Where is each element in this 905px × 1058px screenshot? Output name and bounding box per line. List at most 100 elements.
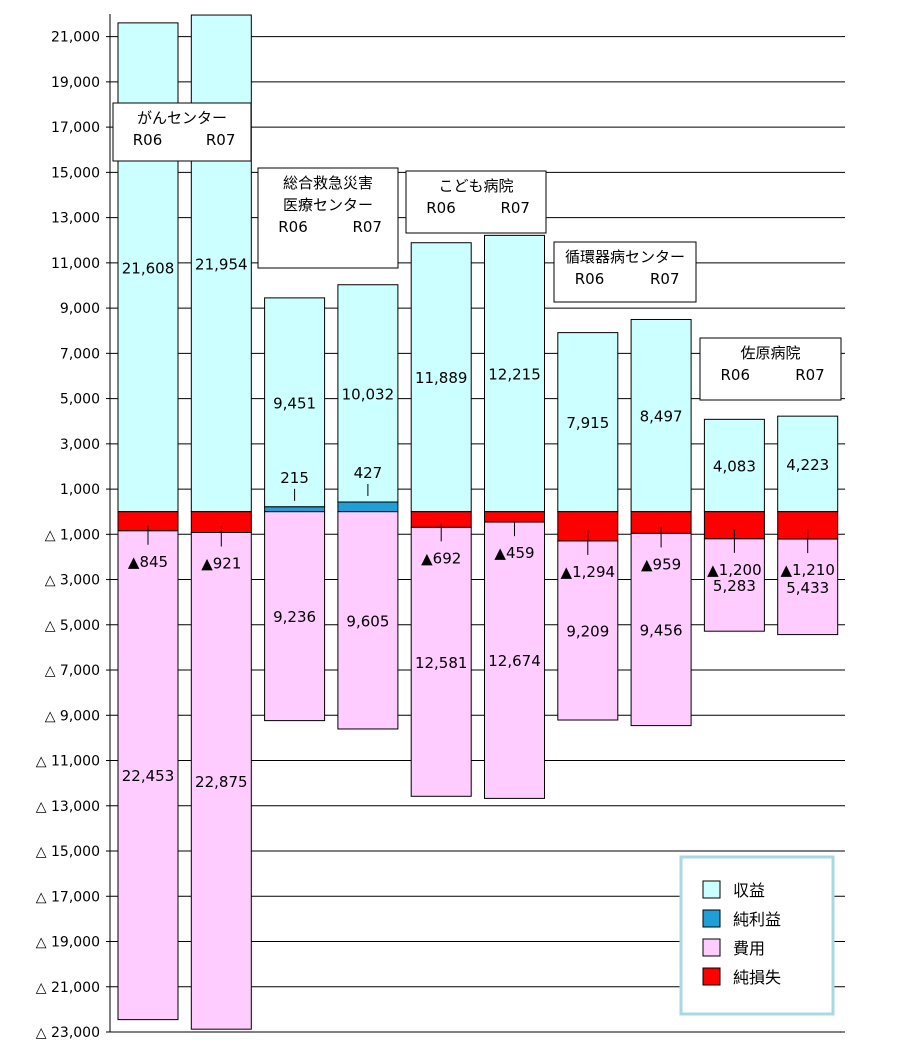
y-tick-label: 9,000	[60, 301, 100, 317]
revenue-bar	[484, 234, 545, 513]
period-label: R06	[720, 366, 750, 384]
net-profit-bar	[264, 506, 326, 513]
y-tick-label: △ 11,000	[36, 754, 100, 770]
y-tick-label: 13,000	[51, 211, 100, 227]
net-profit-label: 427	[354, 464, 383, 482]
y-tick-label: 1,000	[60, 482, 100, 498]
expense-label: 9,236	[273, 608, 316, 626]
period-label: R06	[133, 131, 163, 149]
legend-swatch	[702, 909, 721, 928]
net-loss-label: ▲1,200	[707, 561, 761, 579]
net-loss-label: ▲692	[421, 549, 461, 567]
period-label: R07	[650, 270, 680, 288]
expense-bar	[630, 532, 692, 727]
y-tick-label: 5,000	[60, 392, 100, 408]
net-loss-label: ▲921	[201, 555, 241, 573]
expense-label: 5,283	[713, 577, 756, 595]
net-loss-bar	[484, 511, 545, 523]
net-loss-label: ▲1,210	[780, 561, 834, 579]
revenue-bar	[703, 418, 765, 513]
group-name: 循環器病センター	[565, 248, 685, 266]
y-tick-label: △ 5,000	[45, 618, 100, 634]
expense-bar	[484, 521, 545, 799]
revenue-bar	[410, 242, 472, 513]
net-loss-label: ▲459	[494, 544, 534, 562]
expense-bar	[190, 532, 252, 1030]
expense-label: 5,433	[786, 579, 829, 597]
revenue-bar	[337, 284, 399, 503]
expense-label: 22,875	[195, 773, 248, 791]
legend-label: 費用	[733, 939, 765, 958]
legend-swatch	[702, 880, 721, 899]
revenue-label: 12,215	[488, 366, 541, 384]
net-profit-bar	[337, 501, 399, 513]
y-tick-label: 17,000	[51, 120, 100, 136]
net-loss-label: ▲1,294	[561, 563, 615, 581]
legend-swatch	[702, 938, 721, 957]
y-tick-label: △ 3,000	[45, 573, 100, 589]
value-labels: ▲84521,60822,453▲92121,95422,8752159,451…	[122, 255, 835, 790]
period-label: R06	[426, 199, 456, 217]
y-tick-label: 11,000	[51, 256, 100, 272]
y-tick-label: 7,000	[60, 346, 100, 362]
period-label: R06	[278, 218, 308, 236]
bars	[117, 14, 839, 1030]
y-tick-label: △ 17,000	[36, 889, 100, 905]
period-label: R06	[575, 270, 605, 288]
expense-bar	[117, 530, 179, 1021]
legend-swatch	[702, 967, 721, 986]
y-tick-label: 19,000	[51, 75, 100, 91]
y-tick-label: 3,000	[60, 437, 100, 453]
legend-label: 収益	[733, 881, 765, 900]
group-name: 医療センター	[283, 196, 373, 214]
group-label-box	[112, 102, 252, 162]
y-tick-label: 21,000	[51, 30, 100, 46]
revenue-bar	[557, 332, 619, 513]
legend-label: 純利益	[733, 910, 781, 929]
group-name: 総合救急災害	[283, 174, 373, 192]
revenue-label: 21,608	[122, 259, 175, 277]
y-tick-label: △ 15,000	[36, 844, 100, 860]
y-tick-label: △ 13,000	[36, 799, 100, 815]
expense-bar	[777, 538, 839, 636]
expense-label: 22,453	[122, 767, 175, 785]
y-tick-label: △ 21,000	[36, 980, 100, 996]
revenue-label: 10,032	[342, 385, 395, 403]
group-label-box	[405, 170, 547, 234]
revenue-label: 4,083	[713, 458, 756, 476]
group-name: がんセンター	[137, 109, 227, 127]
revenue-bar	[630, 318, 692, 513]
revenue-bar	[777, 415, 839, 513]
revenue-label: 8,497	[640, 408, 683, 426]
group-name: 佐原病院	[740, 344, 800, 362]
expense-label: 9,456	[640, 621, 683, 639]
expense-label: 9,209	[566, 622, 609, 640]
period-label: R07	[500, 199, 530, 217]
y-tick-label: △ 1,000	[45, 527, 100, 543]
expense-label: 9,605	[346, 612, 389, 630]
expense-bar	[703, 538, 765, 632]
y-tick-label: 15,000	[51, 165, 100, 181]
revenue-label: 9,451	[273, 394, 316, 412]
group-label-box	[699, 337, 842, 401]
y-tick-label: △ 9,000	[45, 708, 100, 724]
expense-bar	[337, 511, 399, 730]
period-label: R07	[795, 366, 825, 384]
group-label-box	[257, 167, 399, 269]
period-label: R07	[352, 218, 382, 236]
expense-bar	[410, 526, 472, 797]
revenue-label: 7,915	[566, 414, 609, 432]
group-name: こども病院	[438, 177, 513, 195]
y-axis: 21,000 19,000 17,000 15,000 13,000 11,000 9,00…	[36, 14, 111, 1041]
y-tick-label: △ 19,000	[36, 935, 100, 951]
expense-bar	[557, 540, 619, 721]
net-loss-label: ▲959	[641, 555, 681, 573]
net-loss-label: ▲845	[128, 553, 168, 571]
y-tick-label: △ 23,000	[36, 1025, 100, 1041]
legend-label: 純損失	[733, 968, 781, 987]
group-label-box	[553, 241, 697, 303]
expense-bar	[264, 511, 326, 722]
